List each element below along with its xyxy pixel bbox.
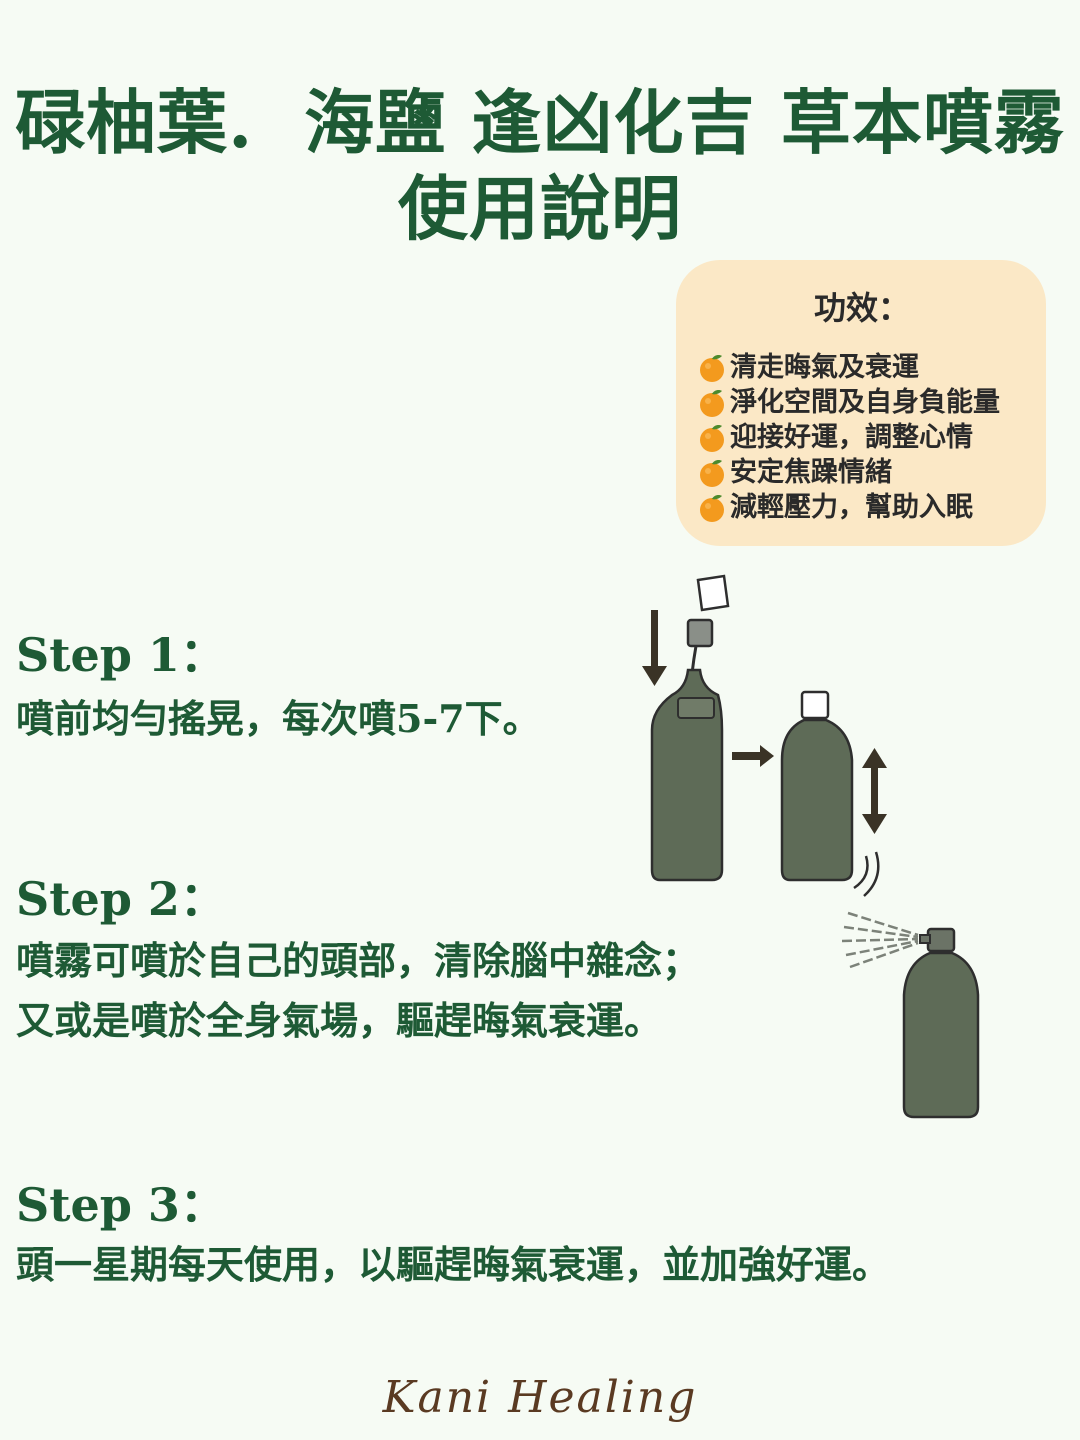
benefit-item: 淨化空間及自身負能量: [696, 385, 1028, 420]
benefit-text: 安定焦躁情緒: [730, 457, 892, 488]
benefits-heading: 功效：: [813, 289, 910, 327]
open-bottle-icon: [650, 668, 724, 882]
shake-bottle-illustration: [642, 574, 887, 897]
step-2-label: Step 2：: [16, 872, 226, 926]
step-3-text: 頭一星期每天使用，以驅趕晦氣衰運，並加強好運。: [16, 1242, 891, 1287]
shake-arrow-icon: [862, 748, 887, 834]
title-line-1: 碌柚葉. 海鹽 逢凶化吉 草本噴霧: [15, 81, 1065, 164]
step-1-label: Step 1：: [16, 628, 226, 682]
benefit-text: 迎接好運，調整心情: [730, 422, 973, 453]
benefit-text: 淨化空間及自身負能量: [730, 387, 1000, 418]
tangerine-icon: [700, 494, 724, 522]
spray-mist-icon: [841, 911, 919, 969]
tangerine-icon: [700, 459, 724, 487]
tangerine-icon: [700, 424, 724, 452]
brand-logo: Kani Healing: [382, 1372, 698, 1423]
benefit-text: 清走晦氣及衰運: [730, 352, 919, 383]
page-title: 碌柚葉. 海鹽 逢凶化吉 草本噴霧 使用說明: [0, 80, 1080, 252]
bottle-cap-icon: [696, 574, 730, 612]
motion-lines-icon: [853, 851, 880, 897]
step-2-text-line-1: 噴霧可噴於自己的頭部，清除腦中雜念；: [16, 938, 701, 983]
benefit-item: 安定焦躁情緒: [696, 455, 1028, 490]
benefits-box: 功效： 清走晦氣及衰運 淨化空間及自身負能量 迎接好運，調整心情 安定焦躁情緒 …: [676, 260, 1046, 546]
title-line-2: 使用說明: [398, 167, 682, 250]
step-1-text: 噴前均勻搖晃，每次噴5-7下。: [16, 696, 541, 741]
step-3-label: Step 3：: [16, 1178, 226, 1232]
benefit-text: 減輕壓力，幫助入眠: [730, 492, 973, 523]
benefit-item: 減輕壓力，幫助入眠: [696, 490, 1028, 525]
step-2-text-line-2: 又或是噴於全身氣場，驅趕晦氣衰運。: [16, 998, 663, 1043]
spray-bottle-icon: [902, 927, 980, 1119]
tangerine-icon: [700, 389, 724, 417]
spray-bottle-illustration: [841, 911, 980, 1119]
benefit-item: 清走晦氣及衰運: [696, 350, 1028, 385]
down-arrow-icon: [642, 610, 667, 686]
benefit-item: 迎接好運，調整心情: [696, 420, 1028, 455]
tangerine-icon: [700, 354, 724, 382]
closed-bottle-icon: [780, 690, 854, 882]
right-arrow-icon: [732, 745, 774, 767]
